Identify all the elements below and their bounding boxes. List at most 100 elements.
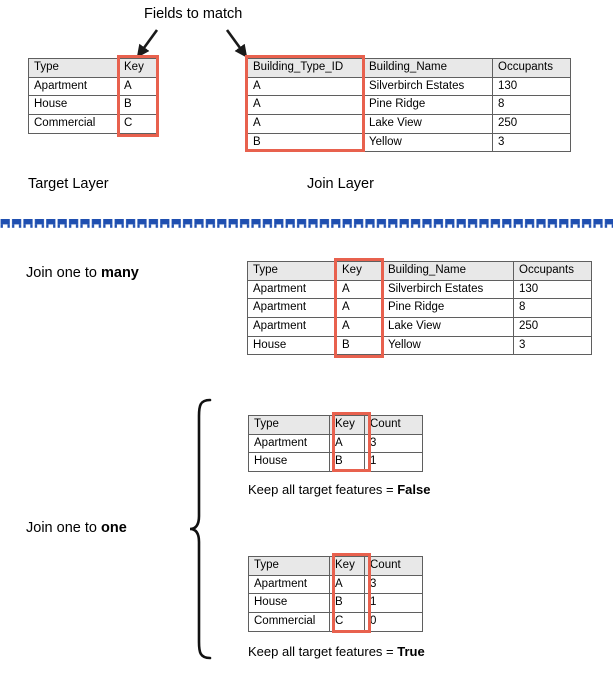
table-row: Apartment A Pine Ridge 8	[247, 298, 592, 318]
cell-key: A	[336, 298, 383, 318]
cell-building-name: Silverbirch Estates	[382, 279, 514, 300]
cell-building-name: Lake View	[382, 316, 514, 337]
cell-building-type-id: A	[247, 95, 364, 115]
column-header-key: Key	[329, 415, 365, 435]
keep-all-true-label: Keep all target features = True	[248, 644, 425, 660]
arrow-to-join-key	[225, 29, 248, 58]
column-header-key: Key	[329, 556, 365, 576]
section-divider	[0, 219, 613, 230]
column-header-building-type-id: Building_Type_ID	[247, 58, 364, 78]
cell-type: Apartment	[248, 574, 330, 595]
cell-building-name: Lake View	[363, 113, 493, 134]
cell-type: Commercial	[28, 113, 119, 134]
table-row: Commercial C 0	[248, 611, 423, 632]
fields-to-match-arrows	[136, 29, 248, 58]
table-row: Apartment A	[28, 76, 158, 97]
one-to-one-true-table: Type Key Count Apartment A 3 House B 1 C…	[248, 556, 423, 632]
cell-building-name: Pine Ridge	[382, 298, 514, 318]
column-header-type: Type	[248, 415, 330, 435]
column-header-count: Count	[364, 415, 423, 435]
cell-type: Apartment	[247, 316, 337, 337]
table-row: House B	[28, 95, 158, 115]
cell-key: C	[118, 113, 158, 134]
cell-occupants: 3	[513, 335, 592, 356]
table-row: B Yellow 3	[247, 132, 571, 153]
keep-all-false-value: False	[397, 482, 431, 497]
one-to-one-true-table-wrapper: Type Key Count Apartment A 3 House B 1 C…	[248, 556, 423, 632]
cell-count: 3	[364, 433, 423, 454]
table-row: A Lake View 250	[247, 113, 571, 134]
cell-count: 0	[364, 611, 423, 632]
cell-type: House	[248, 452, 330, 472]
cell-key: C	[329, 611, 365, 632]
column-header-occupants: Occupants	[492, 58, 571, 78]
table-row: House B 1	[248, 593, 423, 613]
target-layer-caption: Target Layer	[28, 176, 109, 192]
join-layer-table: Building_Type_ID Building_Name Occupants…	[247, 58, 571, 153]
cell-building-type-id: A	[247, 76, 364, 97]
cell-count: 1	[364, 452, 423, 472]
cell-count: 1	[364, 593, 423, 613]
column-header-key: Key	[118, 58, 158, 78]
cell-building-name: Yellow	[363, 132, 493, 153]
join-one-to-one-prefix: Join one to	[26, 520, 101, 536]
cell-occupants: 8	[492, 95, 571, 115]
table-header-row: Type Key	[28, 58, 158, 78]
column-header-type: Type	[247, 261, 337, 281]
arrow-to-target-key	[136, 29, 159, 58]
cell-type: Apartment	[247, 298, 337, 318]
keep-all-true-prefix: Keep all target features =	[248, 644, 398, 659]
cell-type: House	[247, 335, 337, 356]
cell-key: A	[329, 433, 365, 454]
cell-building-type-id: B	[247, 132, 364, 153]
column-header-count: Count	[364, 556, 423, 576]
table-row: Apartment A Lake View 250	[247, 316, 592, 337]
cell-building-name: Yellow	[382, 335, 514, 356]
one-to-many-result-table-wrapper: Type Key Building_Name Occupants Apartme…	[247, 261, 592, 356]
table-row: A Silverbirch Estates 130	[247, 76, 571, 97]
table-header-row: Building_Type_ID Building_Name Occupants	[247, 58, 571, 78]
fields-to-match-label: Fields to match	[144, 6, 243, 22]
cell-occupants: 250	[492, 113, 571, 134]
column-header-type: Type	[248, 556, 330, 576]
cell-type: Apartment	[248, 433, 330, 454]
table-row: Apartment A 3	[248, 433, 423, 454]
join-one-to-one-emphasis: one	[100, 520, 127, 536]
one-to-one-false-table-wrapper: Type Key Count Apartment A 3 House B 1	[248, 415, 423, 472]
table-row: Commercial C	[28, 113, 158, 134]
column-header-type: Type	[28, 58, 119, 78]
join-one-to-many-prefix: Join one to	[26, 265, 101, 281]
table-row: House B Yellow 3	[247, 335, 592, 356]
table-header-row: Type Key Building_Name Occupants	[247, 261, 592, 281]
cell-key: B	[329, 593, 365, 613]
join-one-to-many-label: Join one to many	[26, 265, 139, 282]
cell-occupants: 3	[492, 132, 571, 153]
column-header-occupants: Occupants	[513, 261, 592, 281]
keep-all-false-prefix: Keep all target features =	[248, 482, 398, 497]
column-header-building-name: Building_Name	[382, 261, 514, 281]
join-one-to-many-emphasis: many	[100, 265, 139, 281]
cell-key: A	[329, 574, 365, 595]
one-to-one-false-table: Type Key Count Apartment A 3 House B 1	[248, 415, 423, 472]
cell-occupants: 130	[492, 76, 571, 97]
cell-building-name: Silverbirch Estates	[363, 76, 493, 97]
table-row: Apartment A Silverbirch Estates 130	[247, 279, 592, 300]
table-row: Apartment A 3	[248, 574, 423, 595]
join-layer-caption: Join Layer	[307, 176, 374, 192]
cell-occupants: 130	[513, 279, 592, 300]
cell-type: Apartment	[28, 76, 119, 97]
target-layer-table-wrapper: Type Key Apartment A House B Commercial …	[28, 58, 158, 134]
cell-key: A	[118, 76, 158, 97]
cell-occupants: 250	[513, 316, 592, 337]
join-layer-table-wrapper: Building_Type_ID Building_Name Occupants…	[247, 58, 571, 153]
table-header-row: Type Key Count	[248, 556, 423, 576]
cell-type: House	[248, 593, 330, 613]
one-to-many-result-table: Type Key Building_Name Occupants Apartme…	[247, 261, 592, 356]
join-one-to-one-label: Join one to one	[26, 520, 127, 537]
cell-key: B	[329, 452, 365, 472]
cell-type: Apartment	[247, 279, 337, 300]
table-header-row: Type Key Count	[248, 415, 423, 435]
keep-all-true-value: True	[397, 644, 425, 659]
column-header-key: Key	[336, 261, 383, 281]
